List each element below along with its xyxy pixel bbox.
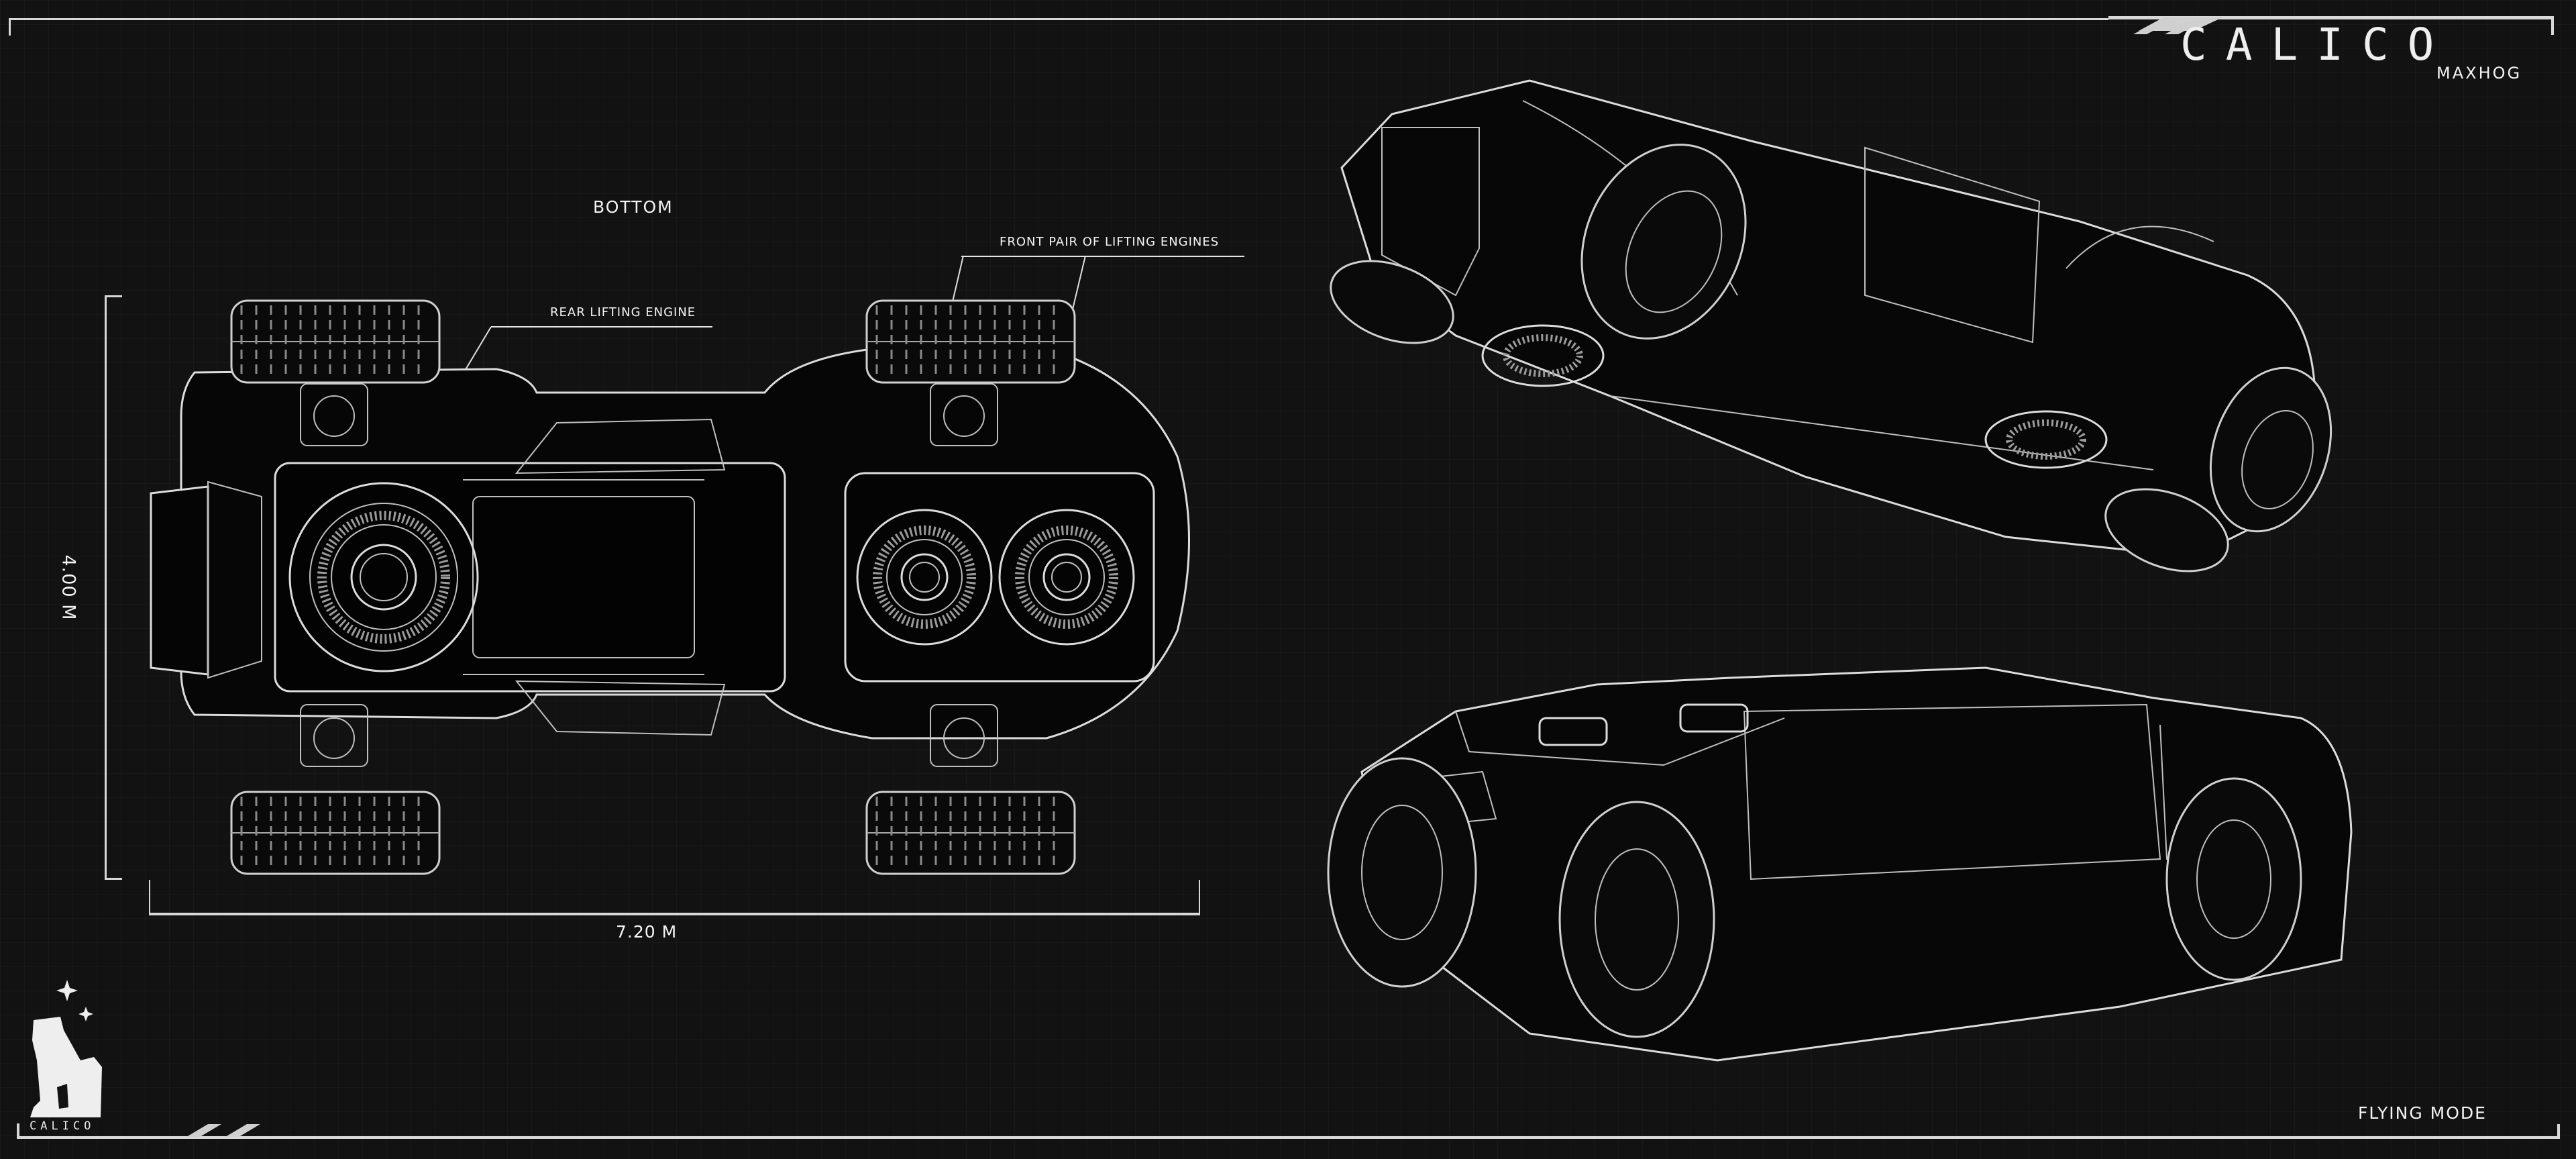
flying-mode-label: FLYING MODE — [2358, 1103, 2487, 1123]
model-name: MAXHOG — [2436, 64, 2522, 83]
frame-top-line — [9, 18, 2108, 20]
bottom-double-slash-icon — [186, 1124, 260, 1137]
callout-rear-engine-underline — [491, 326, 712, 327]
front-lifting-engine-left — [856, 509, 993, 646]
dimension-length-line — [149, 913, 1200, 915]
brand-logo-text: CALICO — [2180, 19, 2453, 70]
dimension-width-tick-bottom — [105, 878, 122, 880]
dimension-length-tick-right — [1199, 880, 1200, 915]
bear-with-stars-icon — [30, 980, 102, 1117]
frame-top-left-tick — [9, 18, 11, 36]
vehicle-bottom-view — [150, 299, 1190, 875]
callout-rear-engine-label: REAR LIFTING ENGINE — [550, 305, 696, 319]
frame-bottom-line — [17, 1136, 2559, 1139]
callout-front-engines-underline — [961, 256, 1244, 257]
dimension-width-line — [105, 295, 107, 879]
top-double-slash-icon — [2133, 17, 2210, 34]
tire-front-bottom — [865, 791, 1076, 875]
front-lifting-engine-right — [998, 509, 1135, 646]
frame-bottom-left-tick — [17, 1123, 19, 1138]
view-title-bottom: BOTTOM — [593, 197, 674, 217]
vehicle-perspective-underside — [1330, 79, 2332, 572]
frame-bottom-right-tick — [2557, 1124, 2560, 1139]
footer-logo-text: CALICO — [30, 1119, 95, 1133]
frame-top-right-line — [2108, 16, 2554, 19]
vehicle-perspective-front — [1327, 666, 2353, 1062]
tire-rear-top — [230, 299, 441, 384]
callout-front-engines-label: FRONT PAIR OF LIFTING ENGINES — [1000, 235, 1220, 249]
dimension-length-label: 7.20 M — [616, 922, 678, 942]
rear-lifting-engine — [288, 482, 479, 672]
tire-front-top — [865, 299, 1076, 384]
dimension-length-tick-left — [149, 880, 150, 915]
frame-top-right-tick — [2551, 16, 2554, 35]
tire-rear-bottom — [230, 791, 441, 875]
dimension-width-tick-top — [105, 295, 122, 297]
